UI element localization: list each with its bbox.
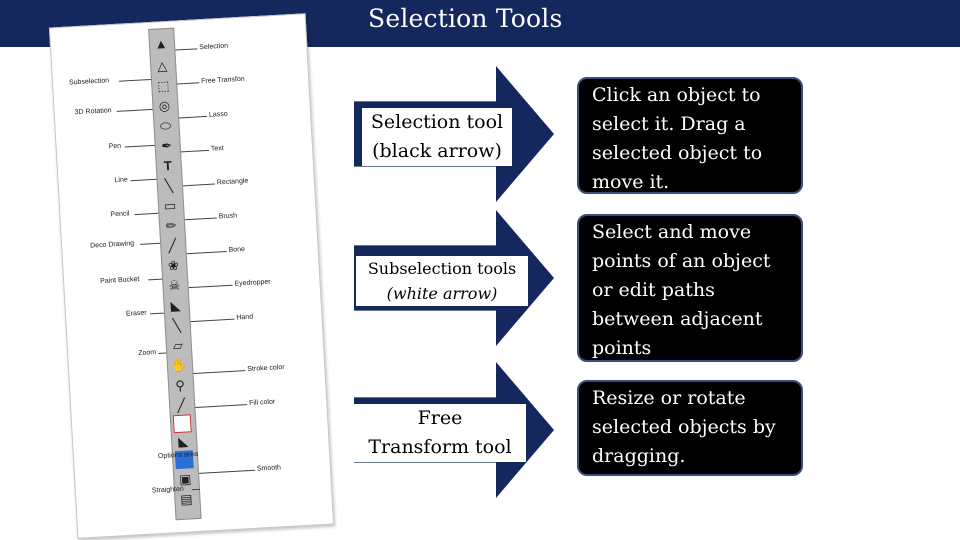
label-bone: Bone [228,245,246,254]
leader-line [184,217,217,221]
tools-panel-strip: ▲ △ ⬚ ◎ ⬭ ✒ T ╲ ▭ ✏ ╱ ❀ ☠ ◣ ╲ ▱ ✋ ⚲ ╱ ◣ … [148,27,202,521]
paint-bucket-icon: ◣ [170,297,182,314]
label-eyedropper: Eyedropper [234,278,271,288]
eyedropper-icon: ╲ [172,317,182,334]
label-paint-bucket: Paint Bucket [99,275,140,286]
leader-line [118,78,151,82]
leader-line [199,469,255,474]
lasso-icon: ⬭ [159,117,172,134]
leader-line [134,212,159,216]
description-box: Select and move points of an object or e… [577,214,803,362]
bone-icon: ☠ [168,277,181,294]
leader-line [193,370,246,375]
leader-line [179,115,208,119]
tool-name-line: Free [417,407,463,429]
label-eraser: Eraser [125,309,147,318]
leader-line [177,82,200,85]
label-brush: Brush [218,212,238,221]
tool-name-line: Selection tool [370,111,504,133]
pencil-icon: ✏ [165,217,178,234]
label-3d-rotation: 3D Rotation [74,107,112,117]
leader-line [181,149,210,153]
line-icon: ╲ [164,177,174,194]
tool-name-line: (white arrow) [386,284,498,303]
rectangle-icon: ▭ [163,197,177,214]
tool-name-line: (black arrow) [372,140,502,162]
tool-name-free-transform: Free Transform tool [354,404,526,462]
label-rectangle: Rectangle [216,177,249,187]
leader-line [195,404,248,408]
text-icon: T [163,157,173,174]
label-smooth: Smooth [256,464,282,473]
description-box: Resize or rotate selected objects by dra… [577,380,803,476]
label-fill-color: Fill color [249,398,276,407]
leader-line [116,108,153,112]
label-pen: Pen [108,142,122,151]
stroke-color-icon [172,414,192,434]
tool-palette-figure: ▲ △ ⬚ ◎ ⬭ ✒ T ╲ ▭ ✏ ╱ ❀ ☠ ◣ ╲ ▱ ✋ ⚲ ╱ ◣ … [48,13,335,539]
leader-line [182,183,215,187]
label-pencil: Pencil [110,210,130,219]
description-box: Click an object to select it. Drag a sel… [577,77,803,194]
pencil-small-icon: ╱ [176,397,186,413]
leader-line [130,178,157,182]
leader-line [148,278,163,281]
page-title: Selection Tools [368,4,563,33]
free-transform-icon: ⬚ [156,77,170,94]
selection-arrow-icon: ▲ [154,35,168,52]
label-stroke-color: Stroke color [247,363,285,374]
leader-line [175,48,198,51]
label-deco-drawing: Deco Drawing [89,240,135,250]
label-text: Text [210,145,224,153]
brush-icon: ╱ [167,237,177,254]
label-free-transform: Free Transfon [200,75,245,86]
label-hand: Hand [236,313,254,322]
label-zoom: Zoom [138,349,157,358]
pen-icon: ✒ [160,137,173,154]
deco-drawing-icon: ❀ [167,257,180,274]
label-selection: Selection [199,42,229,52]
leader-line [150,312,165,315]
leader-line [186,250,227,255]
tool-name-subselection: Subselection tools (white arrow) [356,256,528,306]
paint-bucket-small-icon: ◣ [177,433,189,449]
label-line: Line [114,176,128,185]
eraser-icon: ▱ [172,337,184,354]
tool-name-selection: Selection tool (black arrow) [362,108,512,166]
leader-line [190,318,235,323]
tool-name-line: Subselection tools [367,259,517,278]
subselection-arrow-icon: △ [156,58,168,74]
3d-rotation-icon: ◎ [158,97,171,114]
hand-icon: ✋ [170,357,188,374]
leader-line [158,352,167,354]
tool-name-line: Transform tool [368,436,512,458]
leader-line [188,284,233,289]
label-subselection: Subselection [68,77,110,87]
zoom-icon: ⚲ [174,377,186,394]
leader-line [124,144,155,148]
leader-line [140,242,161,245]
label-lasso: Lasso [208,110,228,119]
